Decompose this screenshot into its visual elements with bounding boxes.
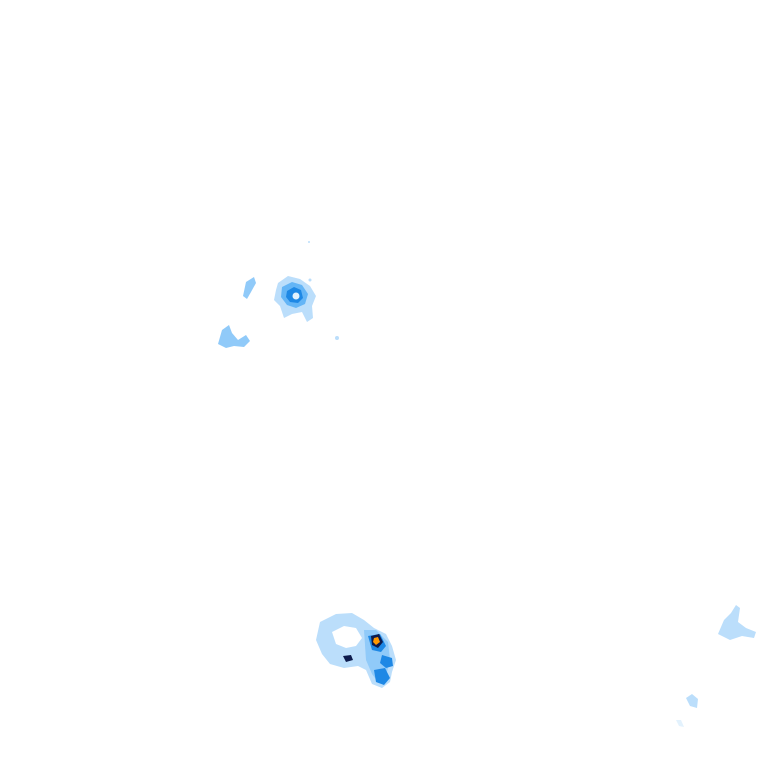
echo-speck	[308, 241, 310, 243]
precipitation-cell-north	[218, 241, 339, 348]
precipitation-cell-south	[316, 613, 396, 688]
echo-trace	[218, 325, 250, 348]
echo-speck	[308, 278, 312, 282]
echo-eye	[292, 292, 300, 300]
echo-heavy	[380, 655, 393, 668]
echo-speck	[335, 336, 339, 340]
echo-very-light	[676, 720, 684, 727]
echo-extreme	[343, 655, 353, 662]
precipitation-cell-east	[676, 605, 756, 727]
echo-very-light	[718, 605, 756, 640]
echo-heavy	[374, 668, 390, 685]
echo-hail-core	[373, 637, 380, 645]
echo-very-light	[686, 694, 698, 708]
echo-ring-gap	[332, 626, 362, 648]
echo-trace	[243, 277, 256, 299]
